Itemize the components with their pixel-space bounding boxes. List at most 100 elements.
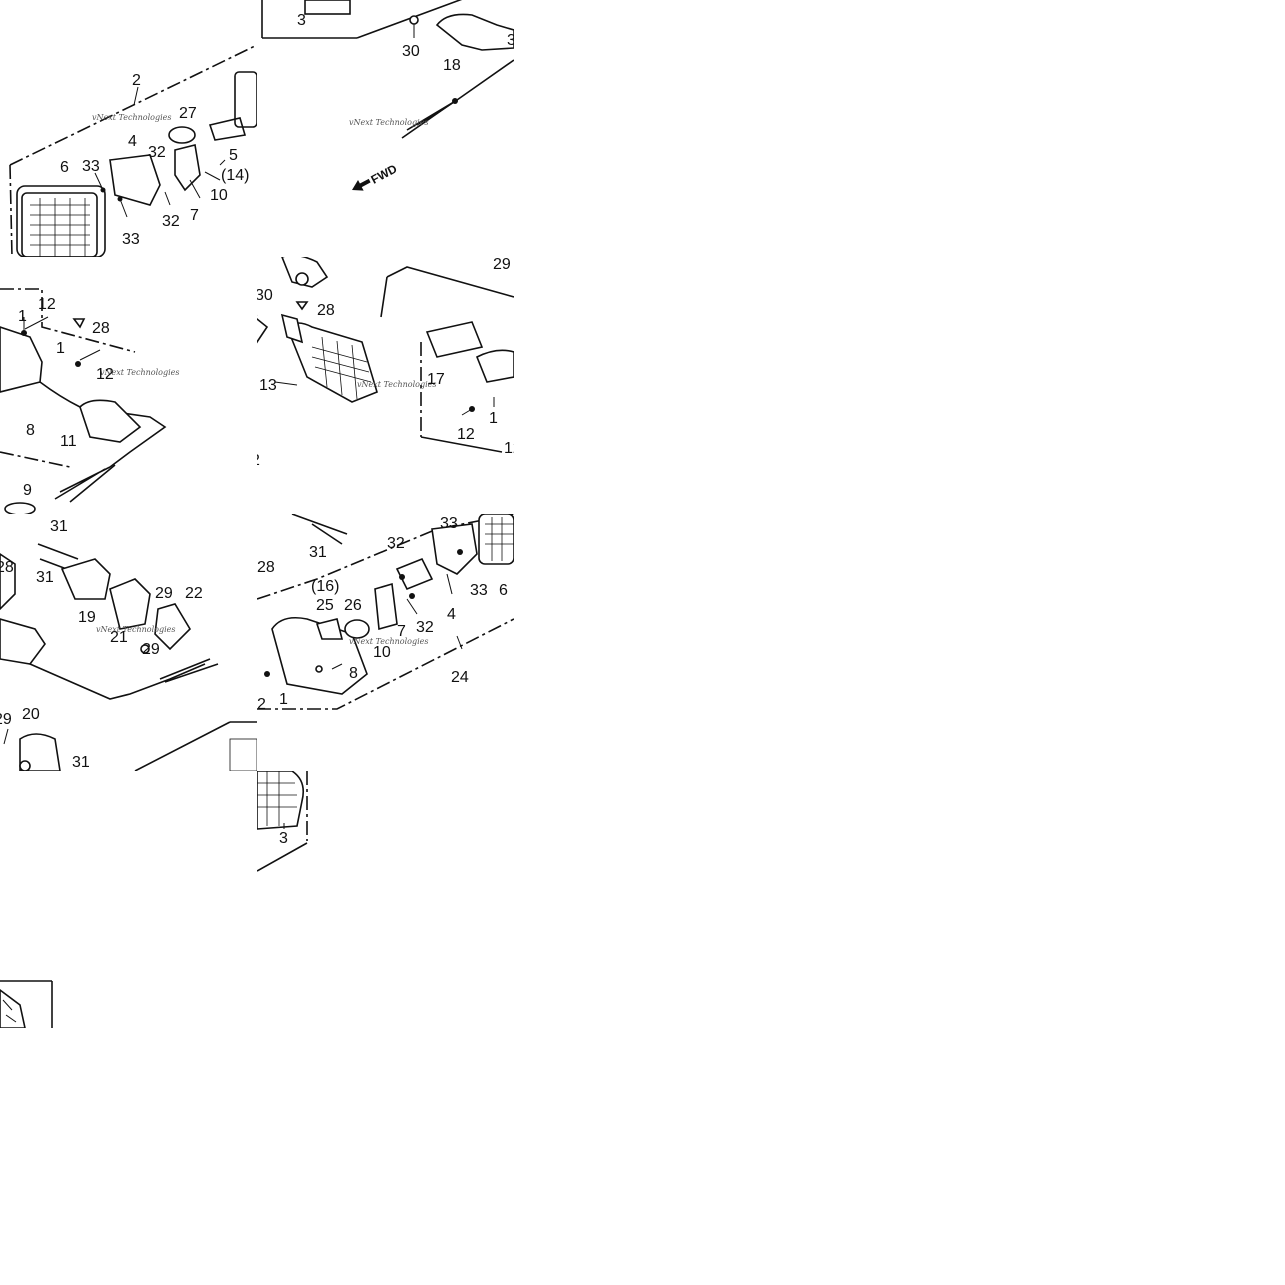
callout-label: 13 [259, 377, 277, 394]
callout-label: 12 [96, 366, 114, 383]
rear-signal-drawing: vNext Technologies 31 28 31 19 29 22 21 … [0, 518, 257, 771]
callout-label: 3 [507, 32, 514, 49]
callout-label: 1 [18, 308, 27, 325]
watermark-text: vNext Technologies [96, 625, 175, 634]
callout-label: 12 [457, 426, 475, 443]
callout-label: 29 [0, 711, 12, 728]
watermark-text: vNext Technologies [100, 368, 179, 377]
callout-label: 1 [279, 691, 288, 708]
callout-label: 32 [162, 213, 180, 230]
callout-label: 6 [60, 159, 69, 176]
socket-part [19, 733, 61, 771]
callout-label: 12 [504, 440, 514, 457]
callout-label: 7 [397, 623, 406, 640]
lens-part [257, 771, 305, 830]
callout-label: 28 [0, 559, 14, 576]
callout-label: 18 [443, 57, 461, 74]
callout-label: 20 [22, 706, 40, 723]
callout-label: 33 [122, 231, 140, 248]
watermark-text: vNext Technologies [92, 113, 171, 122]
callout-label: 28 [257, 559, 275, 576]
callout-label: 1 [489, 410, 498, 427]
signal-lens-part [0, 618, 46, 665]
callout-label: (14) [221, 167, 249, 184]
diagram-tile-rear-assembly: vNext Technologies 31 28 33 32 (16) 25 2… [257, 514, 514, 771]
callout-label: 19 [78, 609, 96, 626]
rear-lens-drawing: 3 [257, 771, 308, 872]
gasket-part [109, 578, 151, 630]
cover-part [271, 616, 368, 695]
base-part [60, 558, 111, 600]
callout-label: 22 [185, 585, 203, 602]
callout-label: 2 [257, 303, 258, 320]
callout-label: 30 [257, 287, 273, 304]
callout-label: 21 [110, 629, 128, 646]
callout-label: 12 [38, 296, 56, 313]
callout-label: 33 [82, 158, 100, 175]
bracket-drawing: vNext Technologies FWD 3 30 18 3 [261, 0, 514, 191]
callout-label: 10 [373, 644, 391, 661]
diagram-tile-fragment [0, 980, 54, 1028]
callout-label: 2 [132, 72, 141, 89]
callout-label: 29 [493, 257, 511, 273]
callout-label: 29 [155, 585, 173, 602]
callout-label: 11 [60, 433, 77, 450]
callout-label: 7 [190, 207, 199, 224]
callout-label: 29 [142, 641, 160, 658]
lens-cover-part [257, 317, 269, 344]
callout-label: 32 [148, 144, 166, 161]
callout-label: 27 [179, 105, 197, 122]
lens-socket-drawing: 2 15 21 23 2 29 30 28 13 vNext Technolog… [257, 257, 514, 469]
callout-label: 33 [440, 515, 458, 532]
diagram-tile-front-signal: vNext Technologies 12 1 28 1 12 8 11 9 [0, 257, 257, 514]
callout-label: 32 [416, 619, 434, 636]
callout-label: 5 [229, 147, 238, 164]
callout-label: 4 [128, 133, 137, 150]
diagram-tile-rear-signal: vNext Technologies 31 28 31 19 29 22 21 … [0, 514, 257, 771]
callout-label: 26 [344, 597, 362, 614]
gasket-part [431, 523, 478, 575]
callout-label: 17 [427, 371, 445, 388]
callout-label: 3 [279, 830, 288, 847]
callout-label: 25 [316, 597, 334, 614]
fragment-drawing [0, 980, 53, 1028]
callout-label: 8 [349, 665, 358, 682]
stay-part [425, 321, 484, 358]
diagram-tile-rear-lamp: vNext Technologies 2 27 4 32 33 6 5 (14)… [0, 0, 257, 257]
bracket-part [435, 13, 514, 51]
callout-label: 2 [257, 452, 260, 469]
fwd-label: FWD [369, 161, 400, 186]
callout-label: 32 [387, 535, 405, 552]
rear-lamp-drawing: vNext Technologies 2 27 4 32 33 6 5 (14)… [9, 44, 257, 257]
callout-label: 3 [297, 12, 306, 29]
callout-label: 31 [36, 569, 54, 586]
watermark-text: vNext Technologies [357, 380, 436, 389]
callout-label: 30 [402, 43, 420, 60]
callout-label: 2 [257, 696, 266, 713]
callout-label: 31 [72, 754, 90, 771]
gasket-part [109, 154, 161, 206]
watermark-text: vNext Technologies [349, 118, 428, 127]
socket-part [174, 144, 201, 192]
callout-label: 10 [210, 187, 228, 204]
diagram-tile-bracket: vNext Technologies FWD 3 30 18 3 [257, 0, 514, 257]
callout-label: 31 [309, 544, 327, 561]
front-signal-drawing: vNext Technologies 12 1 28 1 12 8 11 9 [0, 288, 179, 514]
callout-label: 31 [50, 518, 68, 535]
diagram-tile-lens-socket: 2 15 21 23 2 29 30 28 13 vNext Technolog… [257, 257, 514, 514]
socket-part [374, 582, 398, 631]
fwd-arrow-icon: FWD [352, 161, 400, 191]
callout-label: 4 [447, 606, 456, 623]
callout-label: 33 [470, 582, 488, 599]
callout-label: (16) [311, 578, 339, 595]
callout-label: 1 [56, 340, 65, 357]
callout-label: 6 [499, 582, 508, 599]
callout-label: 24 [451, 669, 469, 686]
callout-label: 8 [26, 422, 35, 439]
rear-assembly-drawing: vNext Technologies 31 28 33 32 (16) 25 2… [257, 514, 514, 713]
callout-label: 28 [92, 320, 110, 337]
signal-housing-part [79, 399, 142, 443]
diagram-tile-rear-lens: 3 [257, 771, 514, 873]
watermark-text: vNext Technologies [349, 637, 428, 646]
